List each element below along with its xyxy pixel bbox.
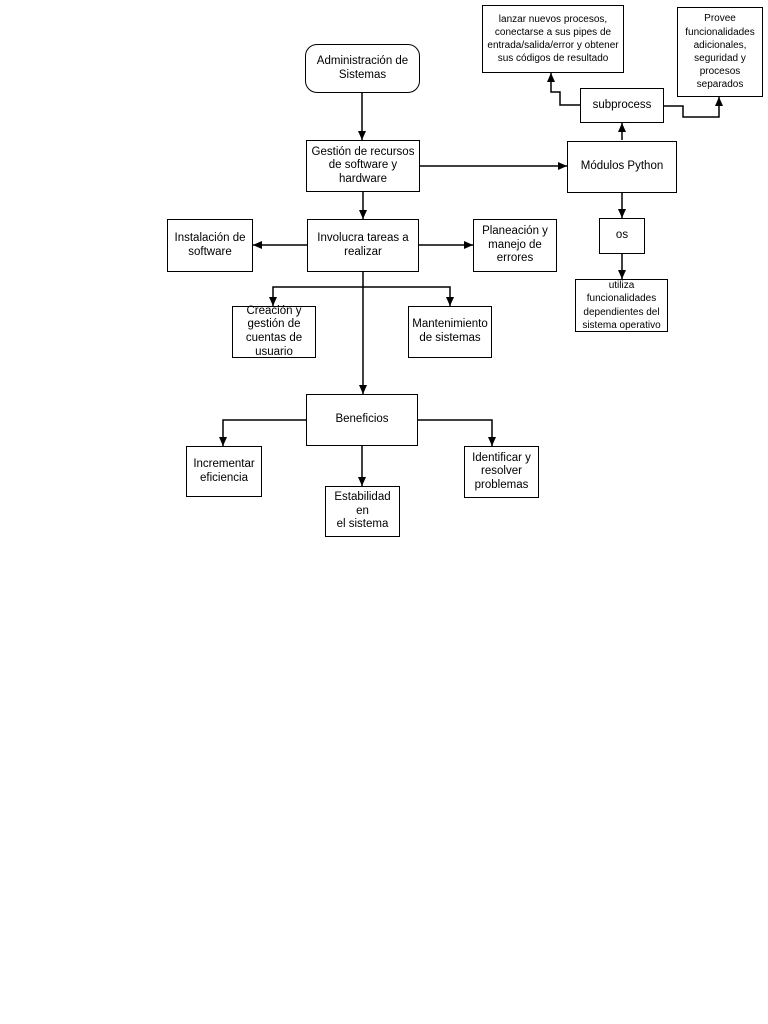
edge-subprocess--provee-funcionalidades (664, 97, 723, 118)
edge-involucra-tareas--creacion-cuentas-usuario (269, 286, 363, 306)
node-label: Involucra tareas a realizar (317, 231, 409, 258)
edge-involucra-tareas--mantenimiento-de-sistemas (363, 286, 454, 306)
node-label: Gestión de recursos de software y hardwa… (311, 145, 415, 185)
node-label: Instalación de software (174, 231, 246, 258)
edge-beneficios--identificar-resolver-problemas (418, 419, 496, 446)
node-os: os (599, 218, 645, 254)
node-subprocess: subprocess (580, 88, 664, 123)
node-label: Beneficios (335, 413, 389, 426)
node-label: subprocess (592, 98, 652, 111)
node-modulos-python: Módulos Python (567, 141, 677, 193)
node-identificar-resolver-problemas: Identificar y resolver problemas (464, 446, 539, 498)
edge-beneficios--incrementar-eficiencia (219, 419, 306, 446)
node-involucra-tareas: Involucra tareas a realizar (307, 219, 419, 272)
node-label: os (615, 229, 629, 242)
node-incrementar-eficiencia: Incrementar eficiencia (186, 446, 262, 497)
node-label: Estabilidad en el sistema (334, 491, 391, 531)
node-label: Planeación y manejo de errores (482, 225, 548, 265)
node-label: Identificar y resolver problemas (472, 451, 531, 491)
node-mantenimiento-de-sistemas: Mantenimiento de sistemas (408, 306, 492, 358)
node-label: Incrementar eficiencia (193, 457, 255, 484)
node-gestion-de-recursos: Gestión de recursos de software y hardwa… (306, 140, 420, 192)
node-label: Creación y gestión de cuentas de usuario (245, 304, 303, 358)
node-provee-funcionalidades: Provee funcionalidades adicionales, segu… (677, 7, 763, 97)
node-administracion-de-sistemas: Administración de Sistemas (305, 44, 420, 93)
node-label: lanzar nuevos procesos, conectarse a sus… (487, 13, 619, 65)
node-beneficios: Beneficios (306, 394, 418, 446)
node-label: utiliza funcionalidades dependientes del… (582, 280, 661, 331)
node-label: Provee funcionalidades adicionales, segu… (685, 13, 755, 91)
node-estabilidad-sistema: Estabilidad en el sistema (325, 486, 400, 537)
node-creacion-cuentas-usuario: Creación y gestión de cuentas de usuario (232, 304, 316, 358)
node-utiliza-funcionalidades: utiliza funcionalidades dependientes del… (575, 279, 668, 332)
node-label: Administración de Sistemas (316, 54, 409, 81)
edge-subprocess--lanzar-nuevos-procesos (547, 73, 580, 106)
node-planeacion-manejo-errores: Planeación y manejo de errores (473, 219, 557, 272)
node-label: Mantenimiento de sistemas (412, 318, 488, 344)
node-instalacion-de-software: Instalación de software (167, 219, 253, 272)
node-label: Módulos Python (580, 160, 664, 173)
node-lanzar-nuevos-procesos: lanzar nuevos procesos, conectarse a sus… (482, 5, 624, 73)
